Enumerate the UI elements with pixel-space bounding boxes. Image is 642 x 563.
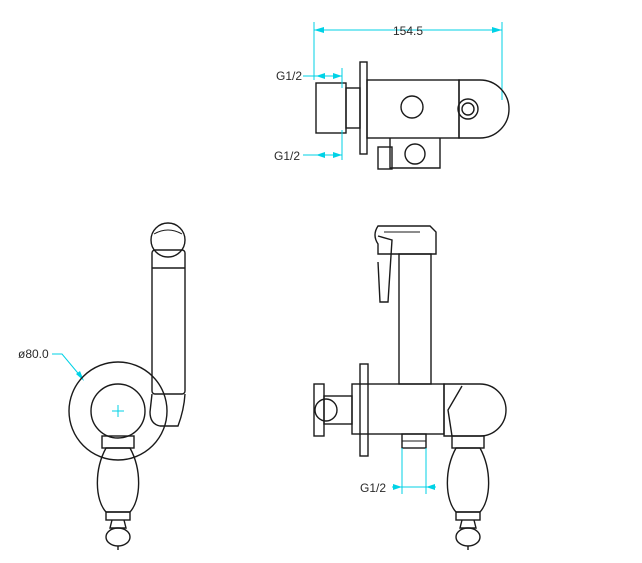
diameter-label: ø80.0 (18, 347, 49, 361)
side-valve-body (351, 363, 507, 457)
top-view: 154.5 G1/2 (274, 22, 510, 170)
inlet-mid-label: G1/2 (274, 149, 300, 163)
side-spray-head (374, 225, 437, 303)
front-lever-handle (96, 435, 140, 550)
side-hose-connection (313, 383, 353, 437)
diameter-dimension: ø80.0 (18, 347, 84, 381)
inlet-bottom-label: G1/2 (360, 481, 386, 495)
width-label: 154.5 (393, 24, 423, 38)
inlet-top-label: G1/2 (276, 69, 302, 83)
inlet-mid-dimension: G1/2 (274, 130, 343, 163)
front-hand-shower (149, 222, 186, 427)
front-view: ø80.0 (18, 222, 186, 550)
side-lever-handle (446, 435, 490, 550)
top-body (315, 61, 510, 170)
width-dimension: 154.5 (313, 22, 503, 100)
inlet-top-dimension: G1/2 (276, 68, 343, 88)
side-view: G1/2 (313, 225, 507, 550)
inlet-bottom-dimension: G1/2 (360, 448, 436, 495)
